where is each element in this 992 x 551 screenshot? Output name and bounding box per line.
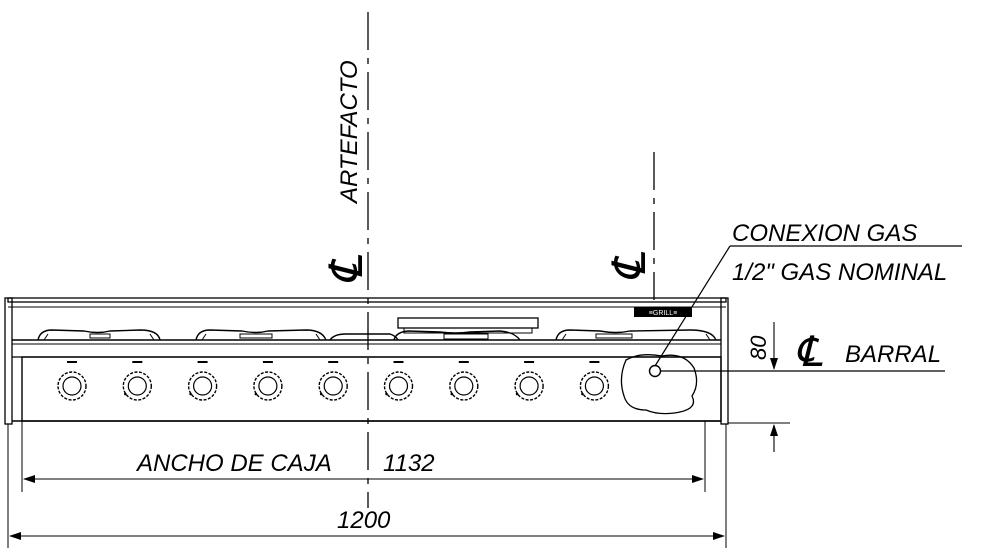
box-width-dimension (21, 421, 706, 492)
knob (122, 361, 153, 401)
knob (579, 361, 610, 401)
knob (514, 361, 544, 401)
barral-centerline-symbol: ℄ (795, 328, 823, 375)
burner-grate (37, 329, 161, 341)
burner-grate (195, 329, 327, 341)
conexion-gas-label: CONEXION GAS (732, 220, 917, 247)
height-dimension-value: 80 (746, 335, 771, 360)
height-dimension (728, 322, 790, 452)
control-knobs (57, 361, 610, 401)
barral-label: BARRAL (845, 341, 941, 368)
burner-grate (393, 330, 521, 341)
svg-text:≡GRILL≡: ≡GRILL≡ (649, 310, 677, 317)
knob (449, 361, 479, 401)
cooktop-body: ≡GRILL≡ (4, 297, 729, 425)
burner-grate (555, 329, 717, 341)
gas-inlet-icon (648, 364, 662, 378)
knob (383, 361, 414, 401)
gas-connection-cutaway (620, 354, 698, 415)
artefacto-label: ARTEFACTO (336, 60, 363, 205)
burner-grates (37, 329, 717, 341)
artefacto-centerline-symbol: ℄ (320, 254, 372, 285)
ancho-de-caja-label: ANCHO DE CAJA (135, 450, 332, 477)
knob (253, 361, 283, 401)
gas-nominal-label: 1/2" GAS NOMINAL (732, 259, 947, 286)
total-width-value: 1200 (337, 507, 391, 534)
knob (187, 361, 218, 401)
box-width-value: 1132 (383, 450, 435, 477)
gas-centerline-symbol: ℄ (603, 251, 655, 282)
knob (57, 361, 87, 401)
knob (318, 361, 348, 401)
gas-leader (654, 245, 962, 367)
total-width-dimension (7, 424, 727, 548)
burner-grate (329, 333, 399, 341)
